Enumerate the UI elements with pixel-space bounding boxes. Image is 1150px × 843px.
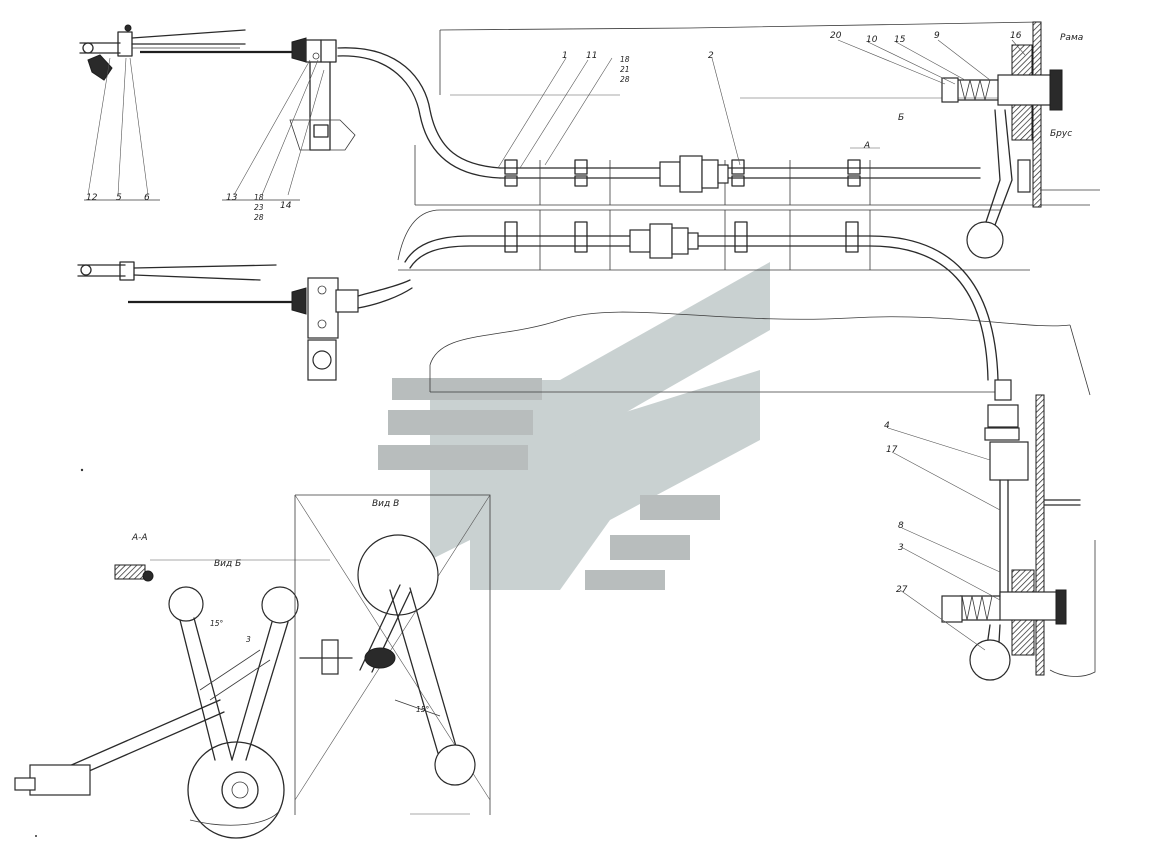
label-callout-3: 3 — [898, 543, 904, 553]
label-callout-6: 6 — [144, 193, 150, 203]
label-view-b: Б — [898, 113, 904, 123]
label-callout-16: 16 — [1010, 31, 1022, 41]
label-section-a: А — [863, 141, 870, 151]
label-callout-28a: 28 — [254, 213, 264, 222]
label-callout-2: 2 — [708, 51, 714, 61]
label-callout-9: 9 — [934, 31, 940, 41]
label-callout-18b: 18 — [620, 55, 630, 64]
drawing-labels: 12 5 6 13 18 23 28 14 1 11 18 21 28 2 20… — [86, 31, 1083, 714]
frame-outline-upper — [397, 21, 1090, 271]
label-callout-21: 21 — [620, 65, 630, 74]
cable-clamps-upper — [504, 155, 861, 193]
stray-marks — [35, 468, 470, 837]
label-callout-12: 12 — [86, 193, 98, 203]
cable-lower — [404, 221, 999, 381]
control-lever-assembly-middle — [77, 261, 413, 381]
label-callout-8: 8 — [898, 521, 904, 531]
cable-upper — [337, 47, 981, 179]
lower-right-mount — [429, 311, 1096, 681]
label-callout-4: 4 — [884, 421, 890, 431]
control-lever-assembly-top — [79, 24, 356, 201]
label-vid-b: Вид Б — [214, 559, 241, 569]
label-callout-10: 10 — [866, 35, 878, 45]
view-v-frame — [294, 494, 491, 815]
label-callout-14: 14 — [280, 201, 292, 211]
label-vid-v: Вид В — [372, 499, 399, 509]
label-callout-11: 11 — [586, 51, 597, 61]
label-angle-1: 15° — [210, 619, 224, 628]
label-callout-15: 15 — [894, 35, 906, 45]
label-callout-20: 20 — [830, 31, 842, 41]
label-section-a-a: А-А — [131, 533, 148, 543]
label-callout-3-small: 3 — [246, 635, 251, 644]
label-brus: Брус — [1050, 129, 1072, 139]
label-callout-23a: 23 — [254, 203, 264, 212]
label-callout-13: 13 — [226, 193, 238, 203]
leader-lines — [497, 39, 1026, 651]
label-callout-1: 1 — [562, 51, 568, 61]
label-callout-5: 5 — [116, 193, 122, 203]
lever-section-views — [14, 559, 330, 839]
watermark-logo — [378, 262, 770, 590]
upper-right-mount — [941, 21, 1100, 259]
label-callout-28b: 28 — [620, 75, 630, 84]
label-callout-18a: 18 — [254, 193, 264, 202]
label-angle-2: 15° — [416, 705, 430, 714]
label-callout-17: 17 — [886, 445, 898, 455]
label-rama: Рама — [1060, 33, 1083, 43]
label-callout-27: 27 — [896, 585, 908, 595]
